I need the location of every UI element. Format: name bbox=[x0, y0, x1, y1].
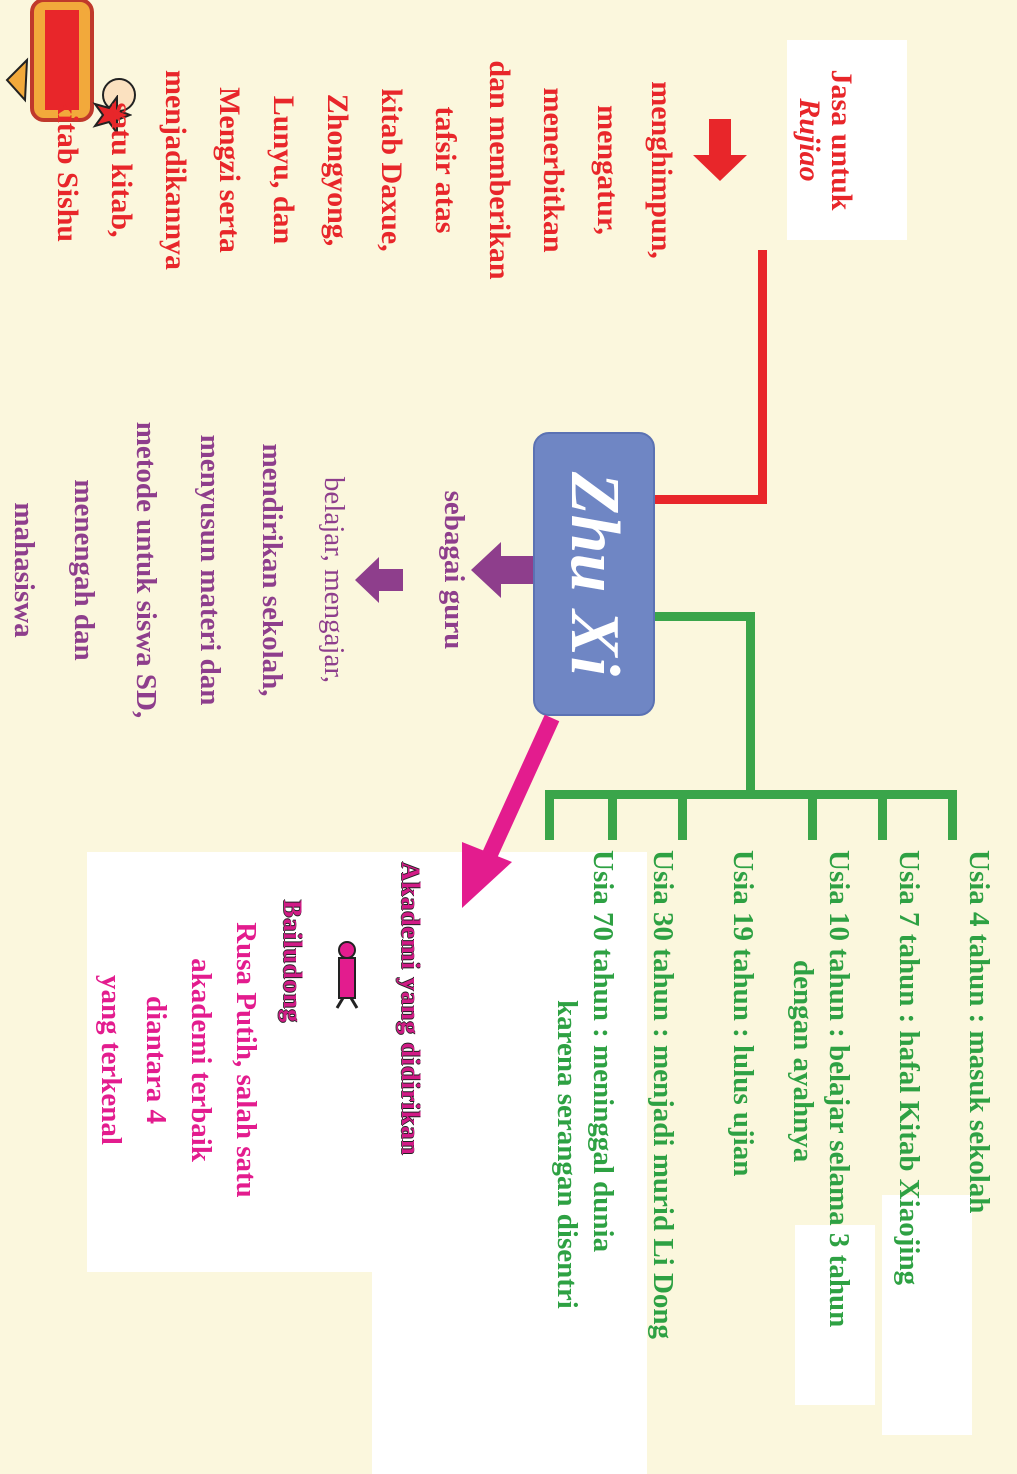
mascot-icon bbox=[0, 0, 137, 140]
academy-line-1: Rusa Putih, salah satu bbox=[230, 922, 262, 1198]
contribution-line-11: satu kitab, bbox=[105, 102, 138, 238]
contribution-line-10: menjadikannya bbox=[159, 69, 192, 271]
red-arrow-icon bbox=[685, 115, 755, 185]
center-node: Zhu Xi bbox=[533, 432, 655, 716]
academy-line-2: akademi terbaik bbox=[185, 958, 217, 1162]
figure-icon bbox=[317, 940, 377, 1010]
connector-green-tick5 bbox=[608, 790, 617, 840]
connector-green-tick3 bbox=[808, 790, 817, 840]
connector-green-3 bbox=[545, 790, 957, 799]
teacher-line-4: metode untuk siswa SD, bbox=[130, 421, 162, 719]
contribution-line-8: Lunyu, dan bbox=[267, 95, 300, 245]
contribution-line-9: Mengzi serta bbox=[213, 87, 246, 253]
timeline-item-6: Usia 70 tahun : meninggal dunia bbox=[587, 850, 619, 1253]
timeline-item-5: Usia 30 tahun : menjadi murid Li Dong bbox=[647, 850, 679, 1340]
contribution-line-1: menghimpun, bbox=[645, 81, 678, 259]
connector-green-tick2 bbox=[878, 790, 887, 840]
contribution-line-6: kitab Daxue, bbox=[375, 88, 408, 252]
contribution-line-7: Zhongyong, bbox=[321, 93, 354, 247]
center-title: Zhu Xi bbox=[556, 471, 633, 677]
timeline-item-4: Usia 19 tahun : lulus ujian bbox=[727, 850, 759, 1177]
timeline-item-3b: dengan ayahnya bbox=[787, 960, 819, 1163]
purple-arrow-icon-2 bbox=[352, 555, 407, 605]
contribution-heading-line1: Jasa untuk bbox=[825, 69, 858, 211]
teacher-line-1: belajar, mengajar, bbox=[318, 476, 350, 684]
connector-green-2 bbox=[746, 612, 755, 792]
timeline-item-1: Usia 4 tahun : masuk sekolah bbox=[963, 850, 995, 1214]
teacher-line-2: mendirikan sekolah, bbox=[256, 443, 288, 697]
star-icon bbox=[92, 93, 133, 137]
academy-line-4: yang terkenal bbox=[95, 975, 127, 1145]
teacher-line-6: mahasiswa bbox=[8, 502, 40, 638]
contribution-line-2: mengatur, bbox=[591, 105, 624, 235]
connector-green-tick4 bbox=[678, 790, 687, 840]
pink-arrow-icon bbox=[452, 712, 562, 912]
teacher-heading: sebagai guru bbox=[438, 490, 470, 650]
contribution-line-3: menerbitkan bbox=[537, 87, 570, 253]
academy-line-3: diantara 4 bbox=[140, 995, 172, 1125]
timeline-item-3: Usia 10 tahun : belajar selama 3 tahun bbox=[823, 850, 855, 1328]
contribution-heading-line2: Rujiao bbox=[793, 98, 826, 182]
connector-red-2 bbox=[758, 250, 767, 504]
connector-green-tick1 bbox=[948, 790, 957, 840]
academy-noisy-sub: Bailudong bbox=[278, 900, 307, 1024]
teacher-line-3: menyusun materi dan bbox=[194, 434, 226, 706]
purple-arrow-icon-1 bbox=[467, 540, 537, 600]
timeline-item-6b: karena serangan disentri bbox=[551, 1000, 583, 1309]
contribution-heading: Jasa untuk Rujiao bbox=[793, 40, 858, 240]
academy-noisy-heading: Akademi yang didirikan bbox=[396, 862, 425, 1156]
teacher-line-5: menengah dan bbox=[68, 479, 100, 661]
connector-red-1 bbox=[655, 495, 767, 504]
connector-green-1 bbox=[655, 612, 755, 621]
contribution-line-4: dan memberikan bbox=[483, 60, 516, 280]
timeline-item-2: Usia 7 tahun : hafal Kitab Xiaojing bbox=[893, 850, 925, 1286]
contribution-line-5: tafsir atas bbox=[429, 106, 462, 234]
contribution-line-12: kitab Sishu bbox=[51, 97, 84, 243]
